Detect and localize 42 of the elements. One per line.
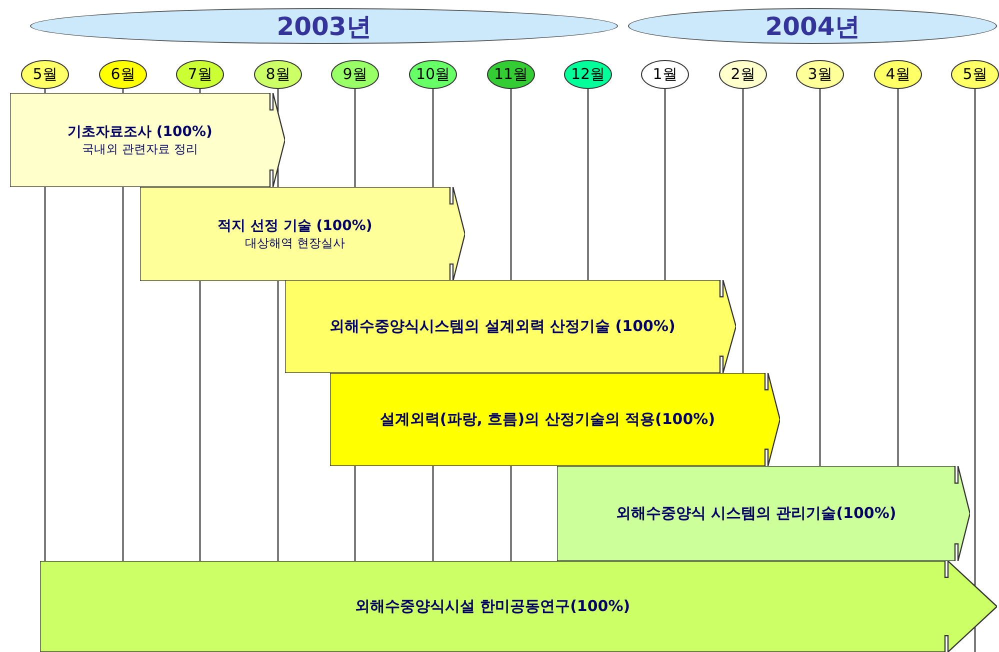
month-label: 7월 — [188, 65, 212, 84]
month-oval — [796, 60, 844, 89]
task-title: 외해수중양식시설 한미공동연구(100%) — [354, 597, 630, 616]
task-description: 국내외 관련자료 정리 — [82, 140, 198, 158]
month-oval — [99, 60, 147, 89]
task-description: 대상해역 현장실사 — [245, 234, 345, 252]
month-oval — [564, 60, 612, 89]
month-label: 3월 — [808, 65, 832, 84]
task-arrow — [140, 187, 465, 281]
month-label: 1월 — [652, 65, 678, 84]
month-oval — [21, 60, 69, 89]
month-oval — [331, 60, 379, 89]
month-oval — [951, 60, 999, 89]
task-arrow — [40, 561, 997, 652]
month-label: 12월 — [570, 65, 606, 84]
task-title: 설계외력(파랑, 흐름)의 산정기술의 적용(100%) — [380, 410, 716, 429]
month-oval — [487, 60, 535, 89]
month-oval — [874, 60, 922, 89]
task-title: 외해수중양식시스템의 설계외력 산정기술 (100%) — [330, 317, 676, 336]
task-title: 기초자료조사 (100%) — [68, 122, 212, 140]
month-label: 11월 — [494, 65, 528, 84]
task-arrow — [330, 373, 780, 466]
month-label: 5월 — [32, 65, 58, 84]
task-title: 외해수중양식 시스템의 관리기술(100%) — [616, 504, 896, 523]
task-arrow — [557, 466, 970, 561]
month-label: 9월 — [342, 65, 368, 84]
task-arrow — [10, 93, 285, 187]
month-oval — [176, 60, 224, 89]
month-oval — [409, 60, 457, 89]
month-oval — [641, 60, 689, 89]
month-label: 6월 — [110, 65, 136, 84]
year-label: 2003년 — [276, 10, 372, 42]
month-label: 8월 — [266, 65, 290, 84]
month-label: 4월 — [886, 65, 910, 84]
month-oval — [719, 60, 767, 89]
task-arrow — [285, 280, 736, 373]
task-title: 적지 선정 기술 (100%) — [218, 216, 372, 234]
year-label: 2004년 — [765, 10, 860, 42]
month-oval — [254, 60, 302, 89]
month-label: 10월 — [416, 65, 450, 84]
month-label: 5월 — [962, 65, 988, 84]
month-label: 2월 — [730, 65, 756, 84]
